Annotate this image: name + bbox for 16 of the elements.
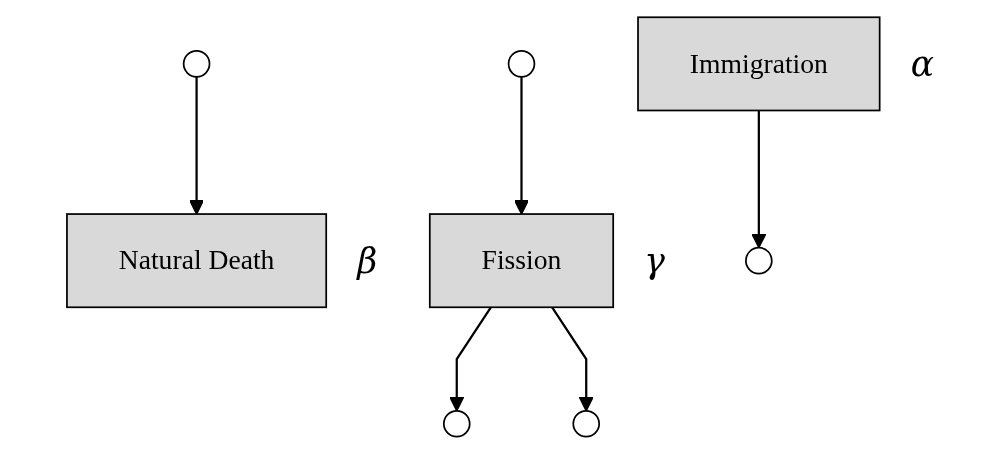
node-circle	[507, 50, 536, 78]
node-circle	[572, 409, 601, 438]
rate-symbol: β	[357, 240, 378, 281]
node-box: Immigration	[637, 16, 881, 112]
arrow	[189, 76, 205, 215]
arrow	[513, 76, 530, 215]
node-circle	[442, 409, 471, 438]
rate-symbol: γ	[644, 240, 665, 281]
node-circle	[182, 50, 211, 78]
rate-symbol: α	[910, 43, 935, 84]
node-box: Fission	[428, 213, 615, 309]
node-circle	[745, 246, 773, 275]
node-box: Natural Death	[66, 213, 328, 309]
arrow	[551, 306, 594, 412]
arrow	[751, 110, 767, 249]
arrow	[449, 306, 492, 412]
